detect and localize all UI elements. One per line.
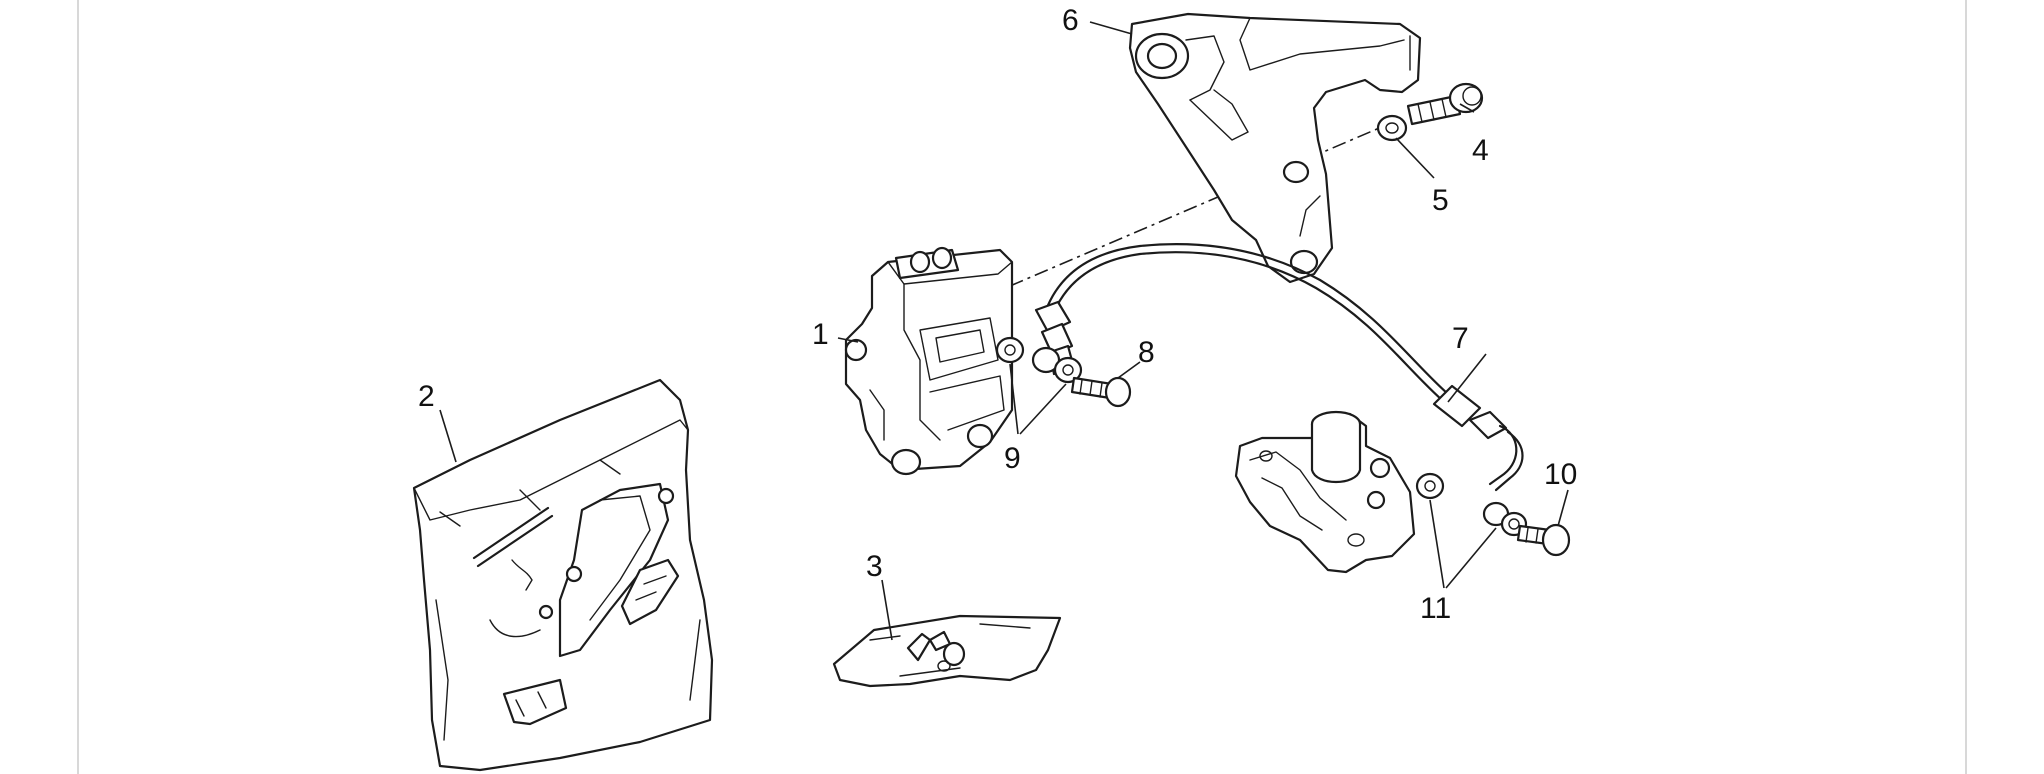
axis-centerline — [1009, 119, 1399, 287]
banjo-bolt-part-10 — [1516, 523, 1571, 557]
callout-6: 6 — [1062, 4, 1079, 37]
leader-10 — [1557, 489, 1569, 527]
callout-8: 8 — [1138, 336, 1155, 369]
callout-9: 9 — [1004, 442, 1021, 475]
bracket-part — [1128, 12, 1422, 284]
banjo-bolt-part-8 — [1070, 376, 1132, 408]
callout-10: 10 — [1544, 458, 1577, 491]
leader-11b — [1445, 527, 1497, 589]
bolt-part-4 — [1406, 82, 1484, 126]
callout-1: 1 — [812, 318, 829, 351]
leader-8 — [1117, 361, 1141, 379]
callout-3: 3 — [866, 550, 883, 583]
leader-9b — [1019, 383, 1067, 435]
leader-2 — [439, 409, 457, 463]
leader-9a — [1009, 363, 1019, 435]
callout-2: 2 — [418, 380, 435, 413]
callout-4: 4 — [1472, 134, 1489, 167]
washer-part-5 — [1376, 114, 1408, 142]
brake-caliper-part — [844, 246, 1014, 476]
callout-5: 5 — [1432, 184, 1449, 217]
leader-1 — [837, 337, 859, 343]
washers-part-9 — [995, 336, 1083, 384]
leader-6 — [1089, 21, 1133, 35]
small-parts-bag — [832, 614, 1062, 688]
callout-7: 7 — [1452, 322, 1469, 355]
leader-11a — [1429, 499, 1445, 589]
leader-3 — [881, 579, 893, 641]
washers-part-11 — [1415, 472, 1528, 537]
callout-11: 11 — [1420, 592, 1451, 625]
leader-5 — [1395, 137, 1435, 179]
leader-7 — [1447, 353, 1487, 403]
master-cylinder-part — [1234, 410, 1416, 574]
leader-4 — [1459, 103, 1475, 113]
brake-pad-kit-bag — [412, 378, 714, 772]
